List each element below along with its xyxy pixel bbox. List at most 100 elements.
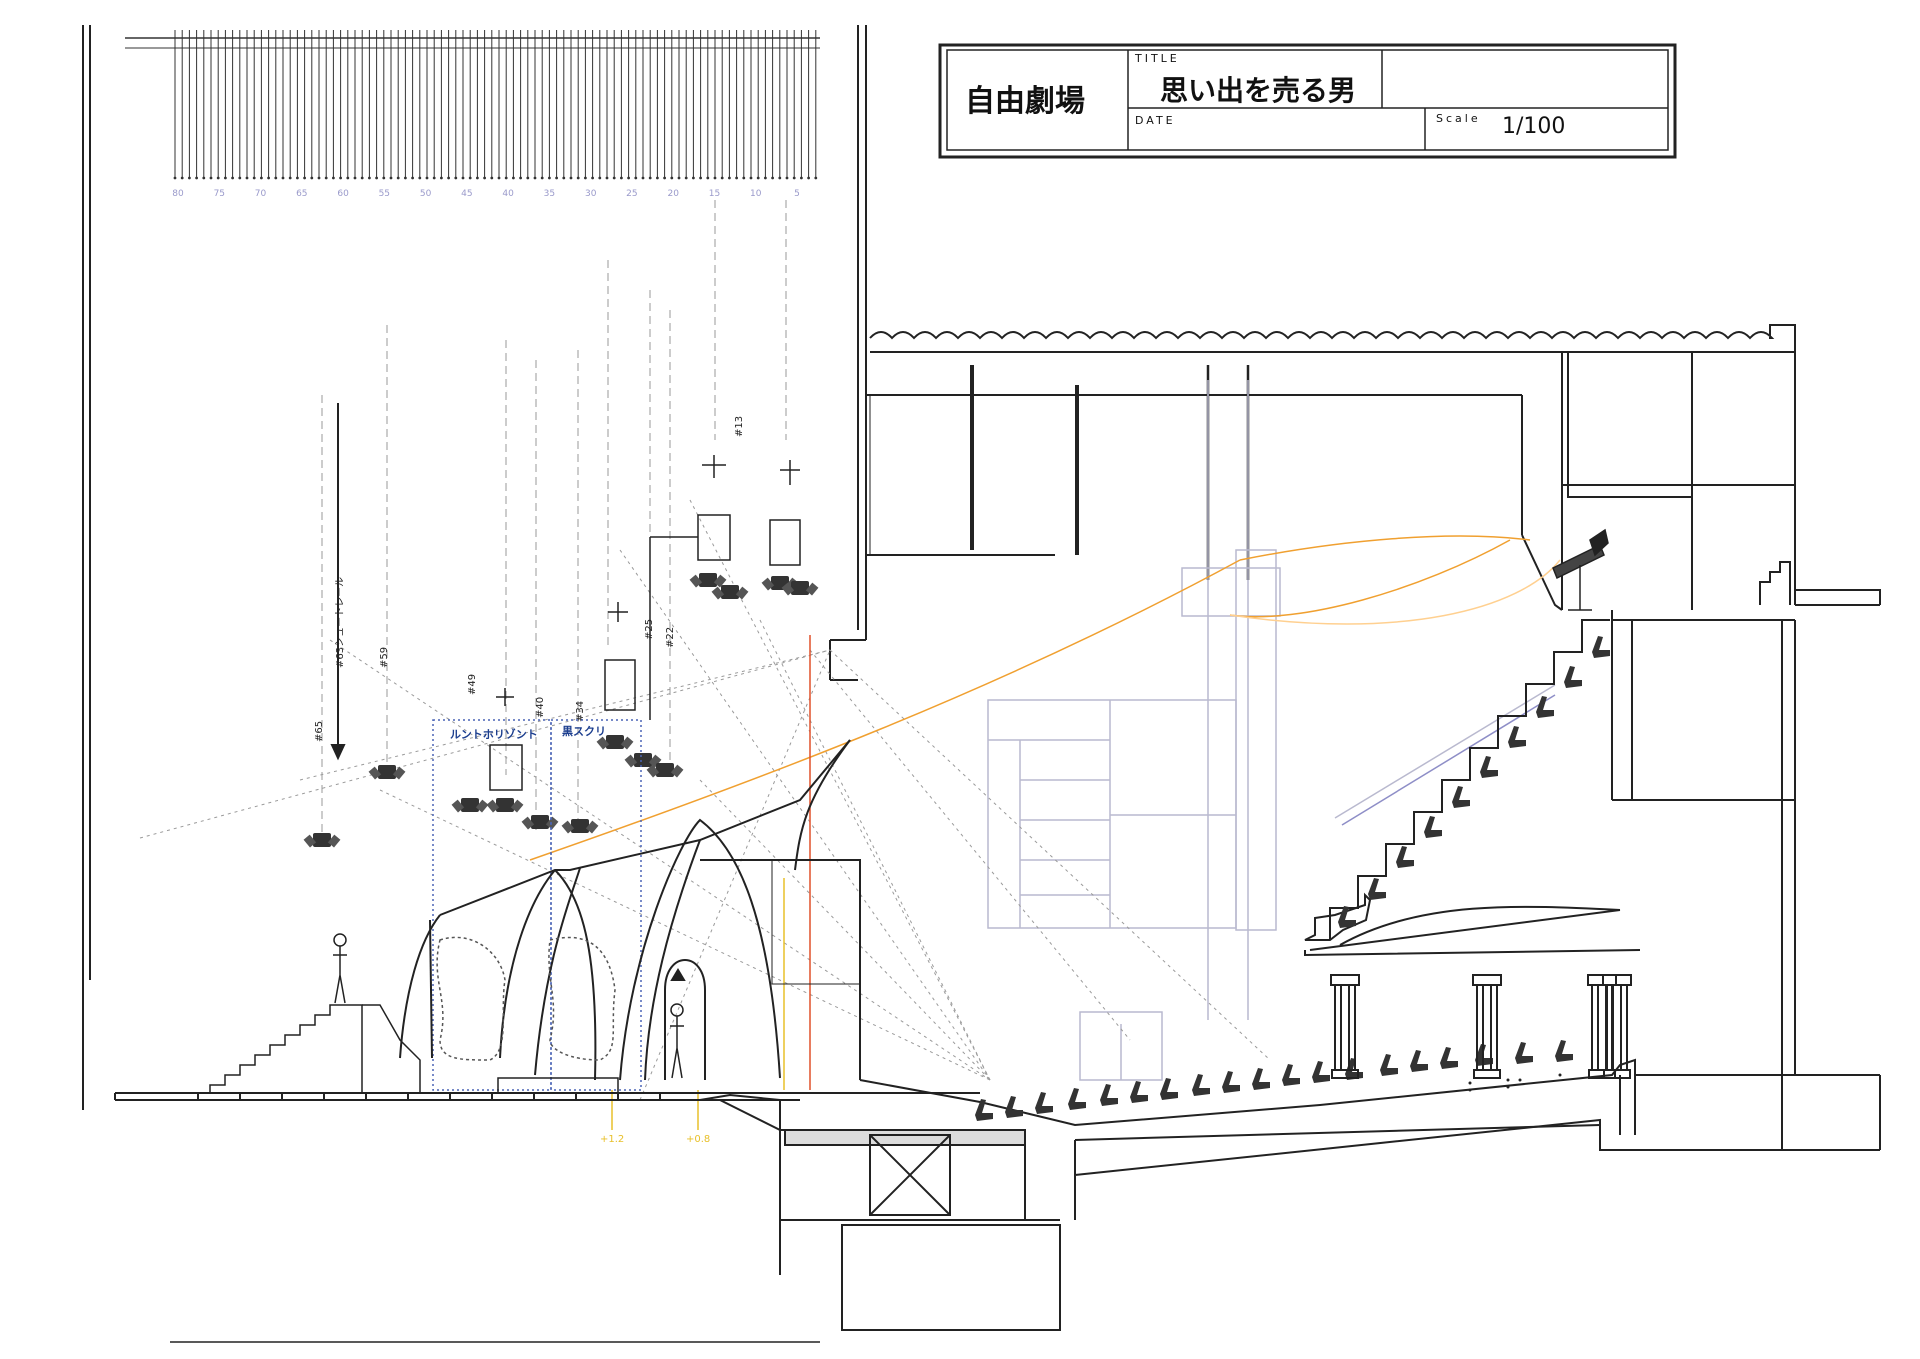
beam-arcs — [529, 535, 1561, 1130]
floor-markers — [197, 1093, 661, 1101]
seats-balcony — [1338, 636, 1610, 928]
seat-icon — [1452, 786, 1470, 808]
balcony-columns — [1330, 974, 1632, 1079]
batten-scale-label: 45 — [461, 189, 472, 199]
label-lunt-horizont: ルントホリゾント — [450, 727, 538, 741]
seat-icon — [1312, 1061, 1330, 1083]
batten-scale-label: 75 — [214, 189, 225, 199]
spotlight-icon — [521, 815, 559, 830]
scale-caption: Scale — [1436, 112, 1481, 125]
fixture-labels: #65 #63シュートレール #59 #49 #40 #34 #25 #22 #… — [314, 416, 745, 742]
batten-scale-label: 70 — [255, 189, 267, 199]
stage-set-shells — [399, 739, 861, 1081]
stage-platform — [209, 1004, 619, 1094]
scenery-foliage — [436, 936, 616, 1061]
label-13: #13 — [734, 416, 745, 437]
spotlight-icon — [781, 581, 819, 596]
batten-scale-label: 50 — [420, 189, 432, 199]
floor-marker — [617, 1093, 619, 1101]
hanging-rigs — [489, 455, 801, 791]
seat-icon — [1368, 878, 1386, 900]
seat-icon — [1130, 1081, 1148, 1103]
stage-floor — [114, 1092, 980, 1101]
seat-icon — [1068, 1088, 1086, 1110]
spotlight-icon — [303, 833, 341, 848]
scenery-zones — [432, 719, 642, 1091]
scale-value: 1/100 — [1502, 114, 1565, 139]
beam-guides — [139, 499, 1271, 1101]
batten-scale-label: 10 — [750, 189, 762, 199]
spotlight-icon — [561, 819, 599, 834]
level-mark-0-8: +0.8 — [686, 1134, 710, 1145]
floor-marker — [365, 1093, 367, 1101]
auditorium-ceiling — [866, 324, 1796, 611]
seat-icon — [1515, 1042, 1533, 1064]
seat-icon — [1160, 1078, 1178, 1100]
label-34: #34 — [575, 701, 586, 722]
floor-marker — [323, 1093, 325, 1101]
spotlight-icon — [486, 798, 524, 813]
batten-scale-label: 15 — [709, 189, 720, 199]
label-65: #65 — [314, 721, 325, 742]
seat-icon — [1282, 1064, 1300, 1086]
aisle-dots — [1468, 1073, 1562, 1092]
batten-scale-label: 60 — [337, 189, 349, 199]
batten-scale-label: 35 — [544, 189, 555, 199]
floor-marker — [407, 1093, 409, 1101]
batten-scale-label: 5 — [794, 189, 800, 199]
substage-structure — [699, 1093, 1061, 1331]
architectural-guides — [987, 380, 1556, 1081]
venue-name: 自由劇場 — [965, 84, 1085, 119]
level-mark-1-2: +1.2 — [600, 1134, 624, 1145]
floor-marker — [491, 1093, 493, 1101]
fly-battens — [125, 30, 820, 180]
label-25: #25 — [644, 619, 655, 640]
seat-icon — [1424, 816, 1442, 838]
seat-icon — [1005, 1096, 1023, 1118]
spotlight-icon — [451, 798, 489, 813]
label-40: #40 — [535, 697, 546, 718]
floor-marker — [197, 1093, 199, 1101]
actor-figure-platform — [333, 933, 347, 1004]
stage-house-walls — [82, 25, 867, 1110]
spotlight-icon — [689, 573, 727, 588]
seat-icon — [1380, 1054, 1398, 1076]
spotlight-icon — [646, 763, 684, 778]
floor-marker — [659, 1093, 661, 1101]
batten-scale-label: 80 — [172, 189, 184, 199]
seat-icon — [1410, 1050, 1428, 1072]
title-block: 自由劇場 TITLE 思い出を売る男 DATE Scale 1/100 — [938, 43, 1677, 159]
seat-icon — [1480, 756, 1498, 778]
label-63-shoot-rail: #63シュートレール — [335, 577, 346, 668]
label-black-screen: 黒スクリ — [562, 725, 606, 738]
batten-scale-label: 65 — [296, 189, 307, 199]
seat-icon — [1222, 1071, 1240, 1093]
seat-icon — [1564, 666, 1582, 688]
seat-icon — [1396, 846, 1414, 868]
seat-icon — [1508, 726, 1526, 748]
floor-marker — [575, 1093, 577, 1101]
shoot-rail-arrow — [330, 403, 346, 761]
seat-icon — [1555, 1040, 1573, 1062]
floor-marker — [281, 1093, 283, 1101]
fixture-drop-lines — [321, 200, 787, 835]
batten-scale-label: 40 — [502, 189, 514, 199]
production-title: 思い出を売る男 — [1160, 74, 1356, 107]
date-caption: DATE — [1135, 114, 1176, 127]
spotlight-icon — [368, 765, 406, 780]
batten-scale-label: 20 — [667, 189, 679, 199]
seat-icon — [1536, 696, 1554, 718]
batten-scale-label: 55 — [379, 189, 390, 199]
label-59: #59 — [379, 647, 390, 668]
seat-icon — [1192, 1074, 1210, 1096]
seat-icon — [1252, 1068, 1270, 1090]
spotlight-icon — [624, 753, 662, 768]
floor-marker — [239, 1093, 241, 1101]
seat-icon — [1035, 1092, 1053, 1114]
floor-marker — [449, 1093, 451, 1101]
seat-icon — [1440, 1047, 1458, 1069]
label-49: #49 — [467, 674, 478, 695]
batten-scale-label: 25 — [626, 189, 637, 199]
spotlight-icon — [711, 585, 749, 600]
